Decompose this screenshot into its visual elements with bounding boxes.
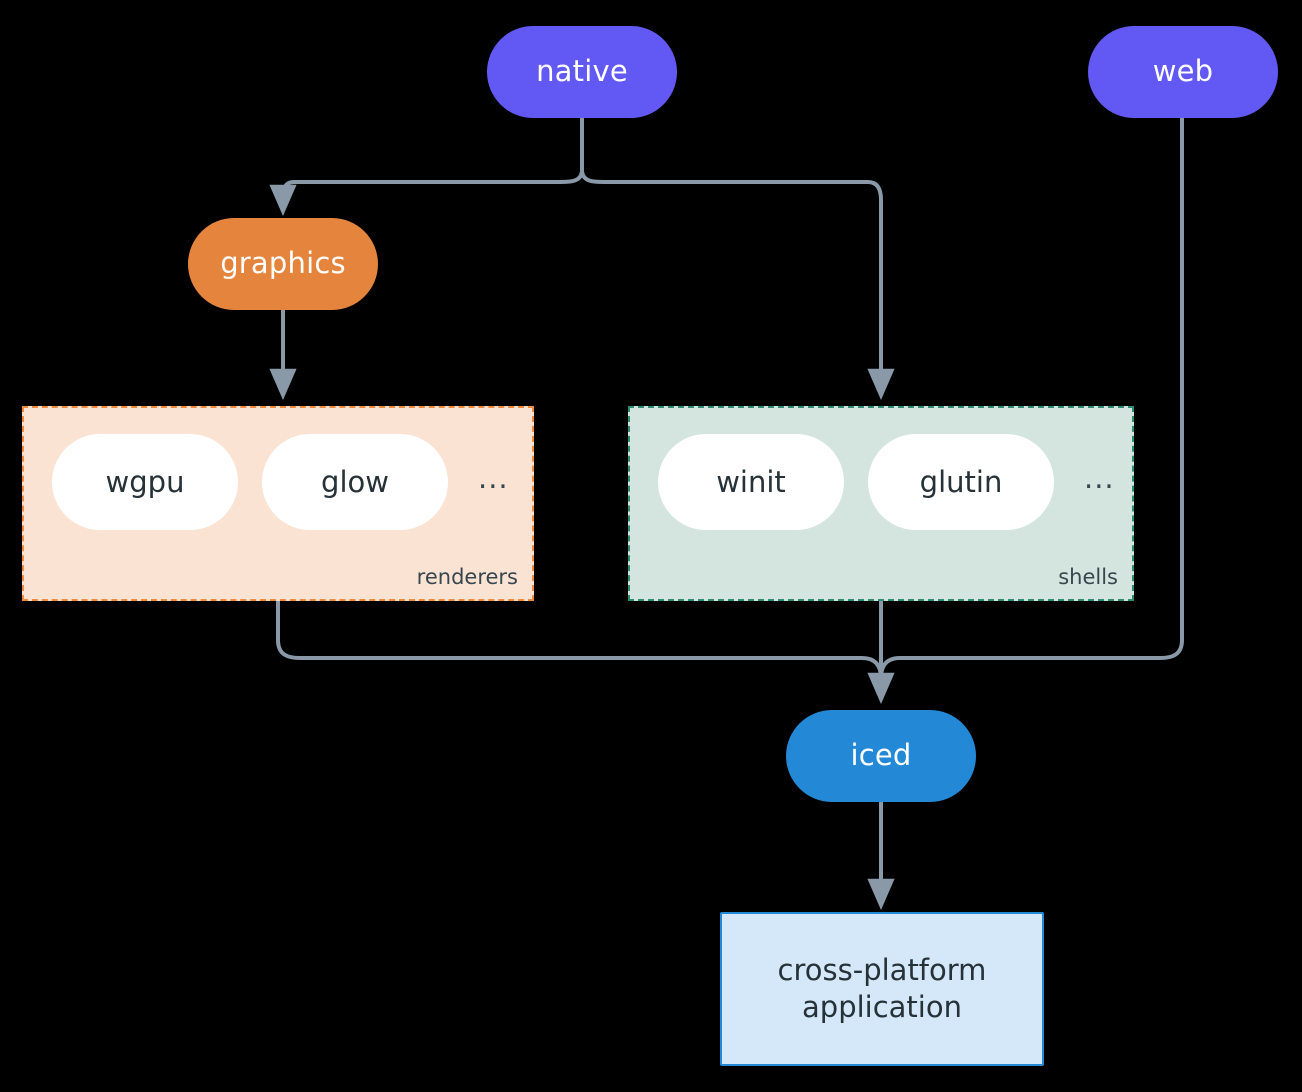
group-shells: winit glutin ... shells <box>628 406 1134 601</box>
chip-winit[interactable]: winit <box>658 434 844 530</box>
chip-winit-label: winit <box>716 465 786 499</box>
node-application-label-line2: application <box>802 990 962 1024</box>
chip-glow-label: glow <box>321 465 389 499</box>
node-iced[interactable]: iced <box>786 710 976 802</box>
node-graphics-label: graphics <box>220 246 346 281</box>
renderers-chip-row: wgpu glow ... <box>24 434 532 530</box>
chip-glow[interactable]: glow <box>262 434 448 530</box>
edge-native-to-graphics <box>269 168 584 217</box>
node-native-label: native <box>536 54 628 89</box>
node-web-label: web <box>1152 54 1214 89</box>
chip-wgpu-label: wgpu <box>105 465 185 499</box>
chip-glutin-label: glutin <box>919 465 1003 499</box>
node-graphics[interactable]: graphics <box>188 218 378 310</box>
chip-wgpu[interactable]: wgpu <box>52 434 238 530</box>
node-native[interactable]: native <box>487 26 677 118</box>
renderers-overflow-ellipsis: ... <box>478 461 509 495</box>
edge-renderers-to-iced <box>276 599 883 698</box>
group-shells-label: shells <box>1058 565 1118 589</box>
node-cross-platform-application[interactable]: cross-platform application <box>720 912 1044 1066</box>
node-web[interactable]: web <box>1088 26 1278 118</box>
group-renderers-label: renderers <box>416 565 518 589</box>
chip-glutin[interactable]: glutin <box>868 434 1054 530</box>
group-renderers: wgpu glow ... renderers <box>22 406 534 601</box>
node-application-label-line1: cross-platform <box>777 952 987 987</box>
node-iced-label: iced <box>850 738 912 773</box>
edge-native-to-shells <box>580 168 895 401</box>
shells-overflow-ellipsis: ... <box>1084 461 1115 495</box>
shells-chip-row: winit glutin ... <box>630 434 1132 530</box>
